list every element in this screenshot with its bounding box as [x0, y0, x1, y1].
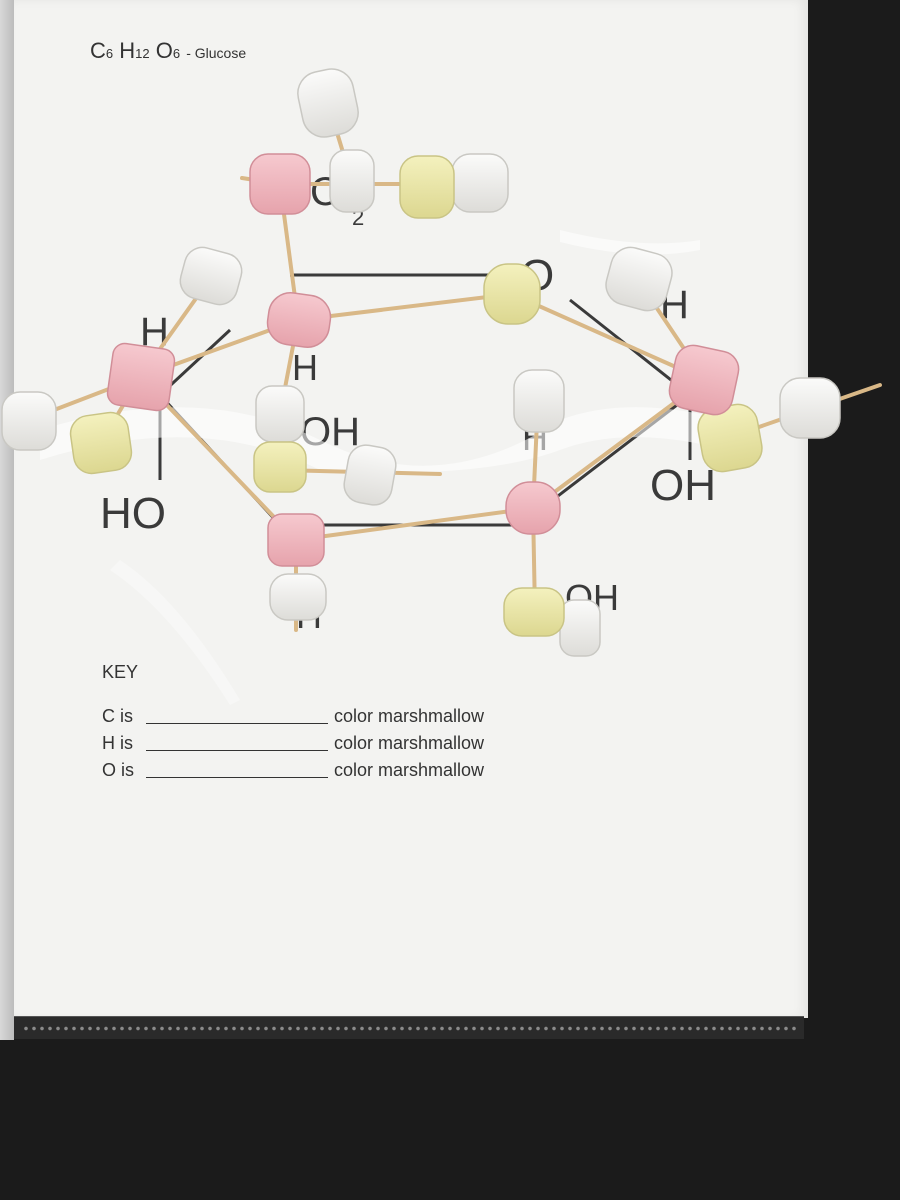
h-marshmallow [179, 246, 243, 306]
key-suffix: color marshmallow [334, 706, 485, 726]
o-marshmallow [69, 411, 133, 475]
formula-title: C6 H12 O6 - Glucose [90, 38, 247, 63]
c-marshmallow [668, 344, 740, 416]
ho-label: HO [100, 489, 166, 538]
h-marshmallow [329, 149, 375, 213]
key-title: KEY [102, 662, 139, 682]
h-marshmallow [269, 573, 327, 621]
c-marshmallow [106, 342, 176, 412]
o-marshmallow [399, 155, 455, 219]
o-marshmallow [253, 441, 307, 493]
h-marshmallow [1, 391, 57, 451]
printed-labels: O HO OH OH H H H H H OH CH 2 [100, 170, 716, 636]
o-marshmallow [503, 587, 565, 637]
o-marshmallow [483, 263, 541, 325]
printed-structure [158, 273, 692, 527]
key-suffix: color marshmallow [334, 760, 485, 780]
answer-blank[interactable] [146, 734, 328, 751]
answer-blank[interactable] [146, 761, 328, 778]
c-marshmallow [267, 513, 325, 567]
oh-right-label: OH [650, 461, 716, 510]
h-marshmallow [451, 153, 509, 213]
binder-edge [0, 0, 14, 1040]
oxygen-marshmallows [69, 155, 763, 637]
answer-blank[interactable] [146, 707, 328, 724]
h-marshmallow [513, 369, 565, 433]
h-marshmallow [343, 444, 397, 506]
c-marshmallow [249, 153, 311, 215]
c-marshmallow [505, 481, 561, 535]
h-marshmallow [255, 385, 305, 443]
h-mid-label: H [292, 347, 318, 388]
c-marshmallow [266, 292, 332, 348]
sheet-protector-edge [14, 1016, 804, 1039]
carbon-marshmallows [106, 153, 740, 567]
key-element-label: H is [102, 733, 133, 753]
key-row-carbon: C is color marshmallow [102, 706, 484, 727]
key-suffix: color marshmallow [334, 733, 485, 753]
h-marshmallow [297, 68, 359, 138]
key-row-oxygen: O is color marshmallow [102, 760, 484, 781]
hydrogen-marshmallows [1, 68, 841, 657]
h-marshmallow [779, 377, 841, 439]
h-marshmallow [559, 599, 601, 657]
h-marshmallow [605, 246, 673, 312]
key-row-hydrogen: H is color marshmallow [102, 733, 484, 754]
key-element-label: C is [102, 706, 133, 726]
key-element-label: O is [102, 760, 135, 780]
sleeve-glare [40, 230, 760, 705]
